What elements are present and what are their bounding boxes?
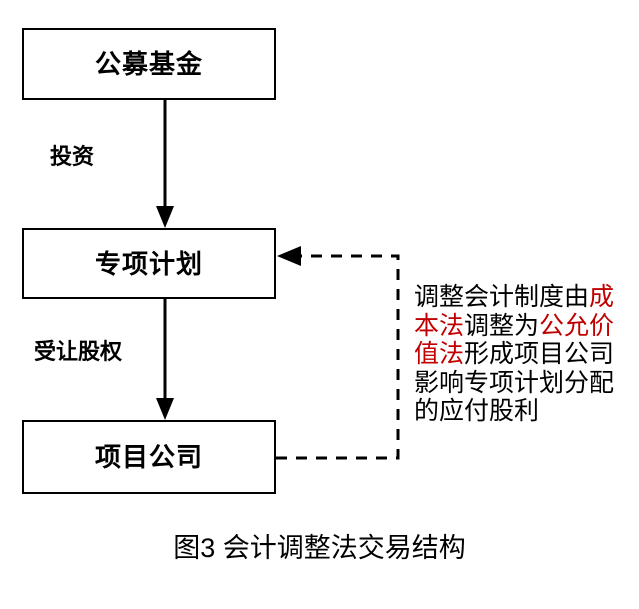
edge-label-invest: 投资	[50, 144, 95, 169]
edge-project-to-plan-feedback	[276, 246, 400, 460]
annotation-segment-2-cost-method: 成本法	[414, 283, 615, 340]
annotation-segment-4-fair-value-method: 公允价值法	[414, 311, 615, 369]
node-public-fund-label: 公募基金	[94, 49, 203, 79]
annotation-segment-5: 形成项目公司影响专项计划分配的应付股利	[414, 340, 615, 425]
edge-plan-to-project	[156, 299, 174, 420]
node-special-plan[interactable]: 专项计划	[22, 228, 276, 299]
edge-fund-to-plan	[156, 100, 174, 228]
node-project-company-label: 项目公司	[94, 442, 203, 472]
node-project-company[interactable]: 项目公司	[22, 420, 276, 494]
edge-label-equity-transfer: 受让股权	[34, 339, 123, 364]
annotation-segment-3: 调整为	[464, 311, 540, 340]
figure-caption: 图3 会计调整法交易结构	[173, 533, 466, 563]
node-public-fund[interactable]: 公募基金	[22, 28, 276, 100]
annotation-accounting-note: 调整会计制度由成本法调整为公允价值法形成项目公司影响专项计划分配的应付股利	[414, 283, 636, 426]
annotation-segment-1: 调整会计制度由	[414, 283, 590, 311]
node-special-plan-label: 专项计划	[94, 248, 203, 279]
